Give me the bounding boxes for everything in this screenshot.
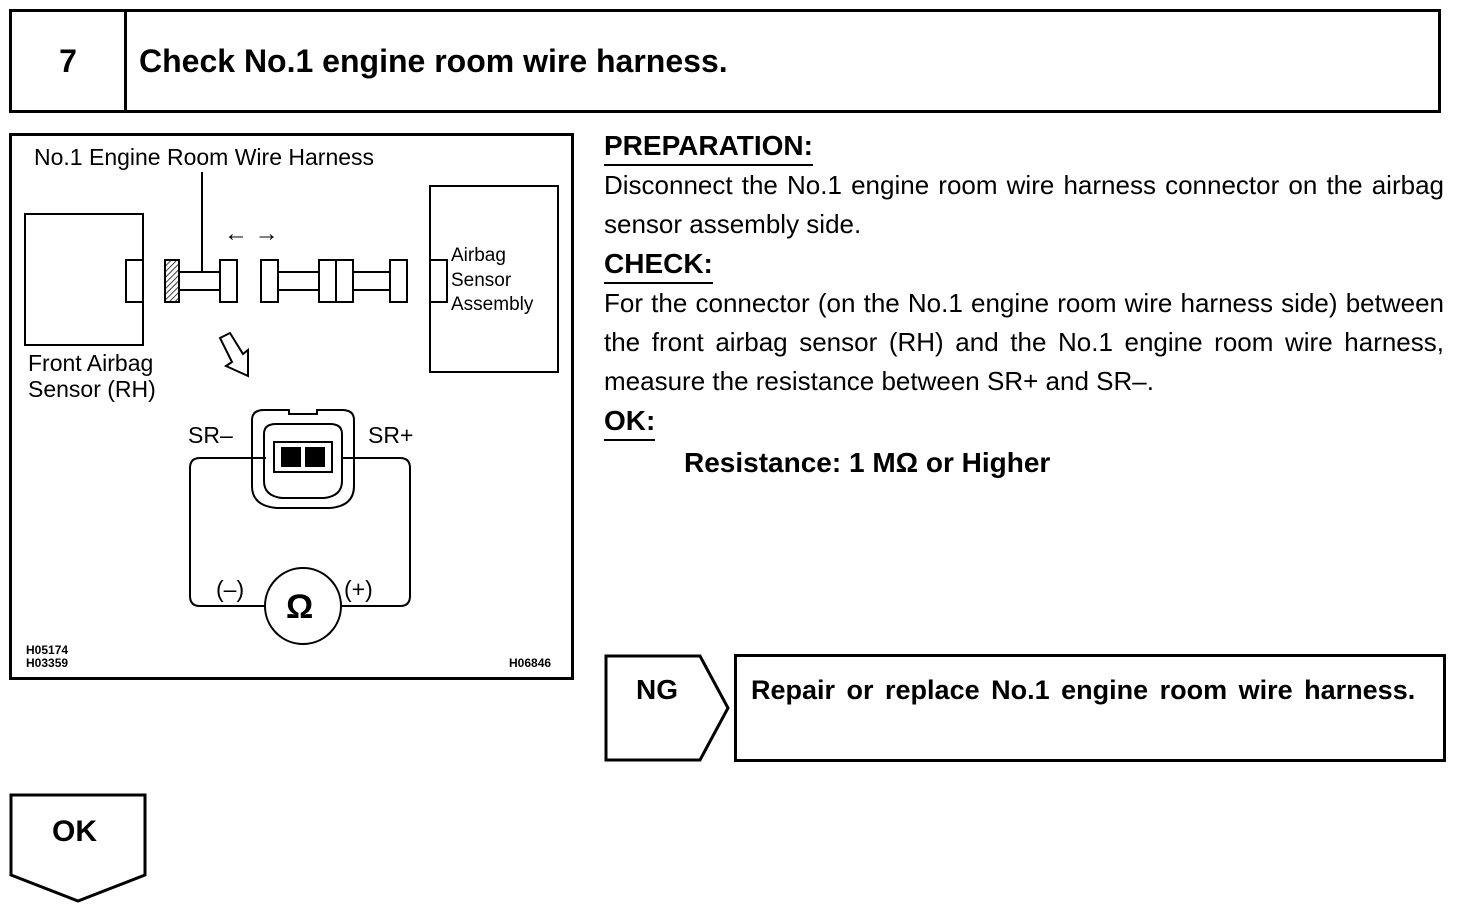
- instructions: PREPARATION: Disconnect the No.1 engine …: [604, 126, 1444, 482]
- step-header: 7 Check No.1 engine room wire harness.: [9, 9, 1441, 113]
- ohmmeter-circle: [264, 567, 342, 645]
- terminal-sr-positive: [305, 447, 325, 467]
- ok-heading: OK:: [604, 403, 656, 441]
- middle-connector-b: [335, 259, 354, 303]
- connector-face-outer: [251, 409, 355, 509]
- ok-flow-label: OK: [52, 815, 97, 848]
- probe-negative-label: (–): [216, 576, 245, 602]
- ng-action-box: Repair or replace No.1 engine room wire …: [734, 654, 1446, 762]
- ng-label: NG: [636, 674, 678, 705]
- disconnect-arrows: ← →: [224, 220, 279, 247]
- ok-spec-value: Resistance: 1 MΩ or Higher: [684, 447, 1051, 478]
- figure-code-right: H06846: [509, 656, 552, 670]
- ok-down-arrow-icon: [9, 793, 147, 903]
- probe-positive-label: (+): [344, 576, 373, 602]
- connector-face-inner: [263, 423, 343, 499]
- check-text: For the connector (on the No.1 engine ro…: [604, 288, 1444, 396]
- middle-connector-a: [318, 259, 337, 303]
- preparation-heading: PREPARATION:: [604, 128, 813, 166]
- preparation-text: Disconnect the No.1 engine room wire har…: [604, 170, 1444, 239]
- ng-tag-shape: [604, 654, 730, 762]
- sensor-assembly-label: Airbag Sensor Assembly: [451, 245, 534, 316]
- check-heading: CHECK:: [604, 246, 713, 284]
- front-sensor-connector: [125, 259, 144, 303]
- harness-connector-hatched: [164, 259, 180, 303]
- harness-connector-end: [219, 259, 238, 303]
- circuit-negative-lead: [189, 457, 266, 607]
- view-arrow: [218, 331, 249, 378]
- harness-label: No.1 Engine Room Wire Harness: [34, 144, 375, 170]
- middle-connector-left: [260, 259, 279, 303]
- terminal-negative-label: SR–: [188, 422, 233, 448]
- terminal-sr-negative: [281, 447, 301, 467]
- sensor-assembly-connector: [429, 259, 448, 303]
- middle-connector-right: [389, 259, 408, 303]
- circuit-positive-lead: [342, 457, 411, 607]
- ng-arrow-icon: [604, 654, 730, 762]
- harness-diagram: No.1 Engine Room Wire Harness ← → Front …: [9, 133, 574, 680]
- step-number: 7: [12, 12, 127, 110]
- figure-codes: H05174 H03359: [26, 643, 69, 671]
- terminal-positive-label: SR+: [368, 422, 414, 448]
- diagram-drawing: [24, 172, 559, 645]
- connector-terminal-block: [273, 441, 333, 473]
- ok-tag-shape: [9, 793, 149, 905]
- step-title: Check No.1 engine room wire harness.: [139, 42, 728, 79]
- front-sensor-label: Front Airbag Sensor (RH): [28, 350, 156, 403]
- ohmmeter-icon: Ω: [286, 588, 314, 626]
